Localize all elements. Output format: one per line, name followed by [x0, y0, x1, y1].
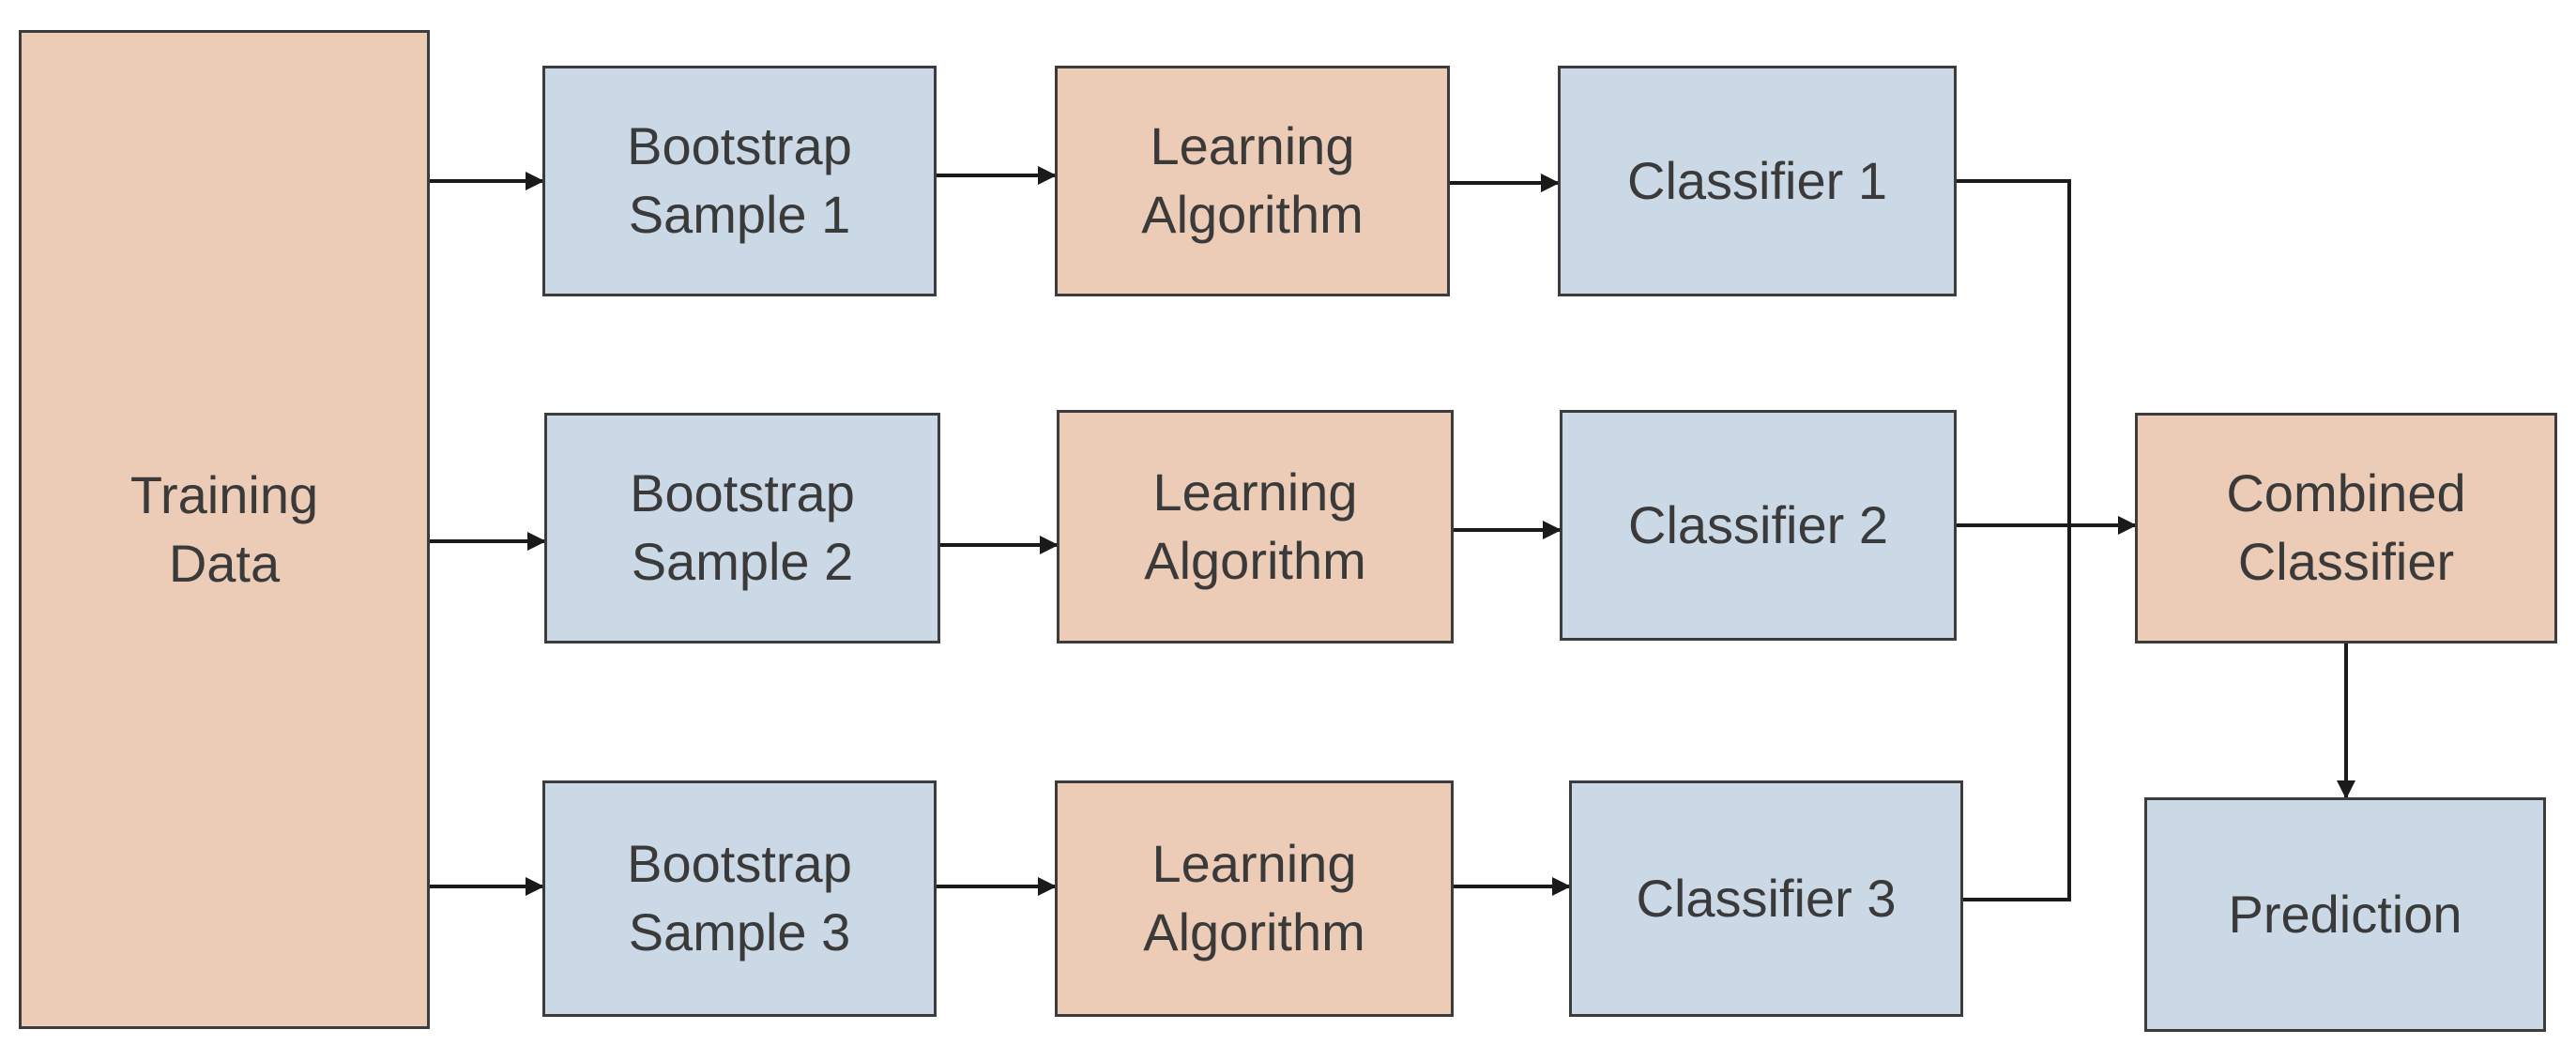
connector-classifier-1-to-merge [1957, 179, 2071, 525]
learning-algorithm-3-box: Learning Algorithm [1055, 780, 1454, 1017]
learning-algorithm-1-box: Learning Algorithm [1055, 66, 1450, 296]
classifier-1-label: Classifier 1 [1627, 150, 1887, 210]
classifier-3-box: Classifier 3 [1569, 780, 1963, 1017]
prediction-label: Prediction [2228, 884, 2462, 944]
bootstrap-sample-1-box: Bootstrap Sample 1 [542, 66, 937, 296]
learning-algorithm-1-label: Learning Algorithm [1141, 116, 1364, 244]
bootstrap-sample-2-box: Bootstrap Sample 2 [544, 413, 940, 644]
combined-classifier-box: Combined Classifier [2135, 413, 2557, 644]
bootstrap-sample-2-label: Bootstrap Sample 2 [630, 463, 855, 591]
bootstrap-sample-1-label: Bootstrap Sample 1 [627, 116, 852, 244]
training-data-box: Training Data [19, 30, 430, 1029]
learning-algorithm-2-label: Learning Algorithm [1144, 462, 1366, 590]
combined-classifier-label: Combined Classifier [2226, 463, 2466, 591]
classifier-2-label: Classifier 2 [1628, 494, 1888, 554]
learning-algorithm-2-box: Learning Algorithm [1057, 410, 1454, 644]
connector-classifier-3-to-merge [1963, 525, 2071, 901]
bootstrap-sample-3-box: Bootstrap Sample 3 [542, 780, 937, 1017]
classifier-2-box: Classifier 2 [1560, 410, 1957, 641]
prediction-box: Prediction [2144, 797, 2546, 1032]
training-data-label: Training Data [130, 464, 319, 593]
learning-algorithm-3-label: Learning Algorithm [1143, 834, 1365, 962]
bootstrap-sample-3-label: Bootstrap Sample 3 [627, 834, 852, 962]
classifier-3-label: Classifier 3 [1636, 868, 1897, 928]
classifier-1-box: Classifier 1 [1558, 66, 1957, 296]
